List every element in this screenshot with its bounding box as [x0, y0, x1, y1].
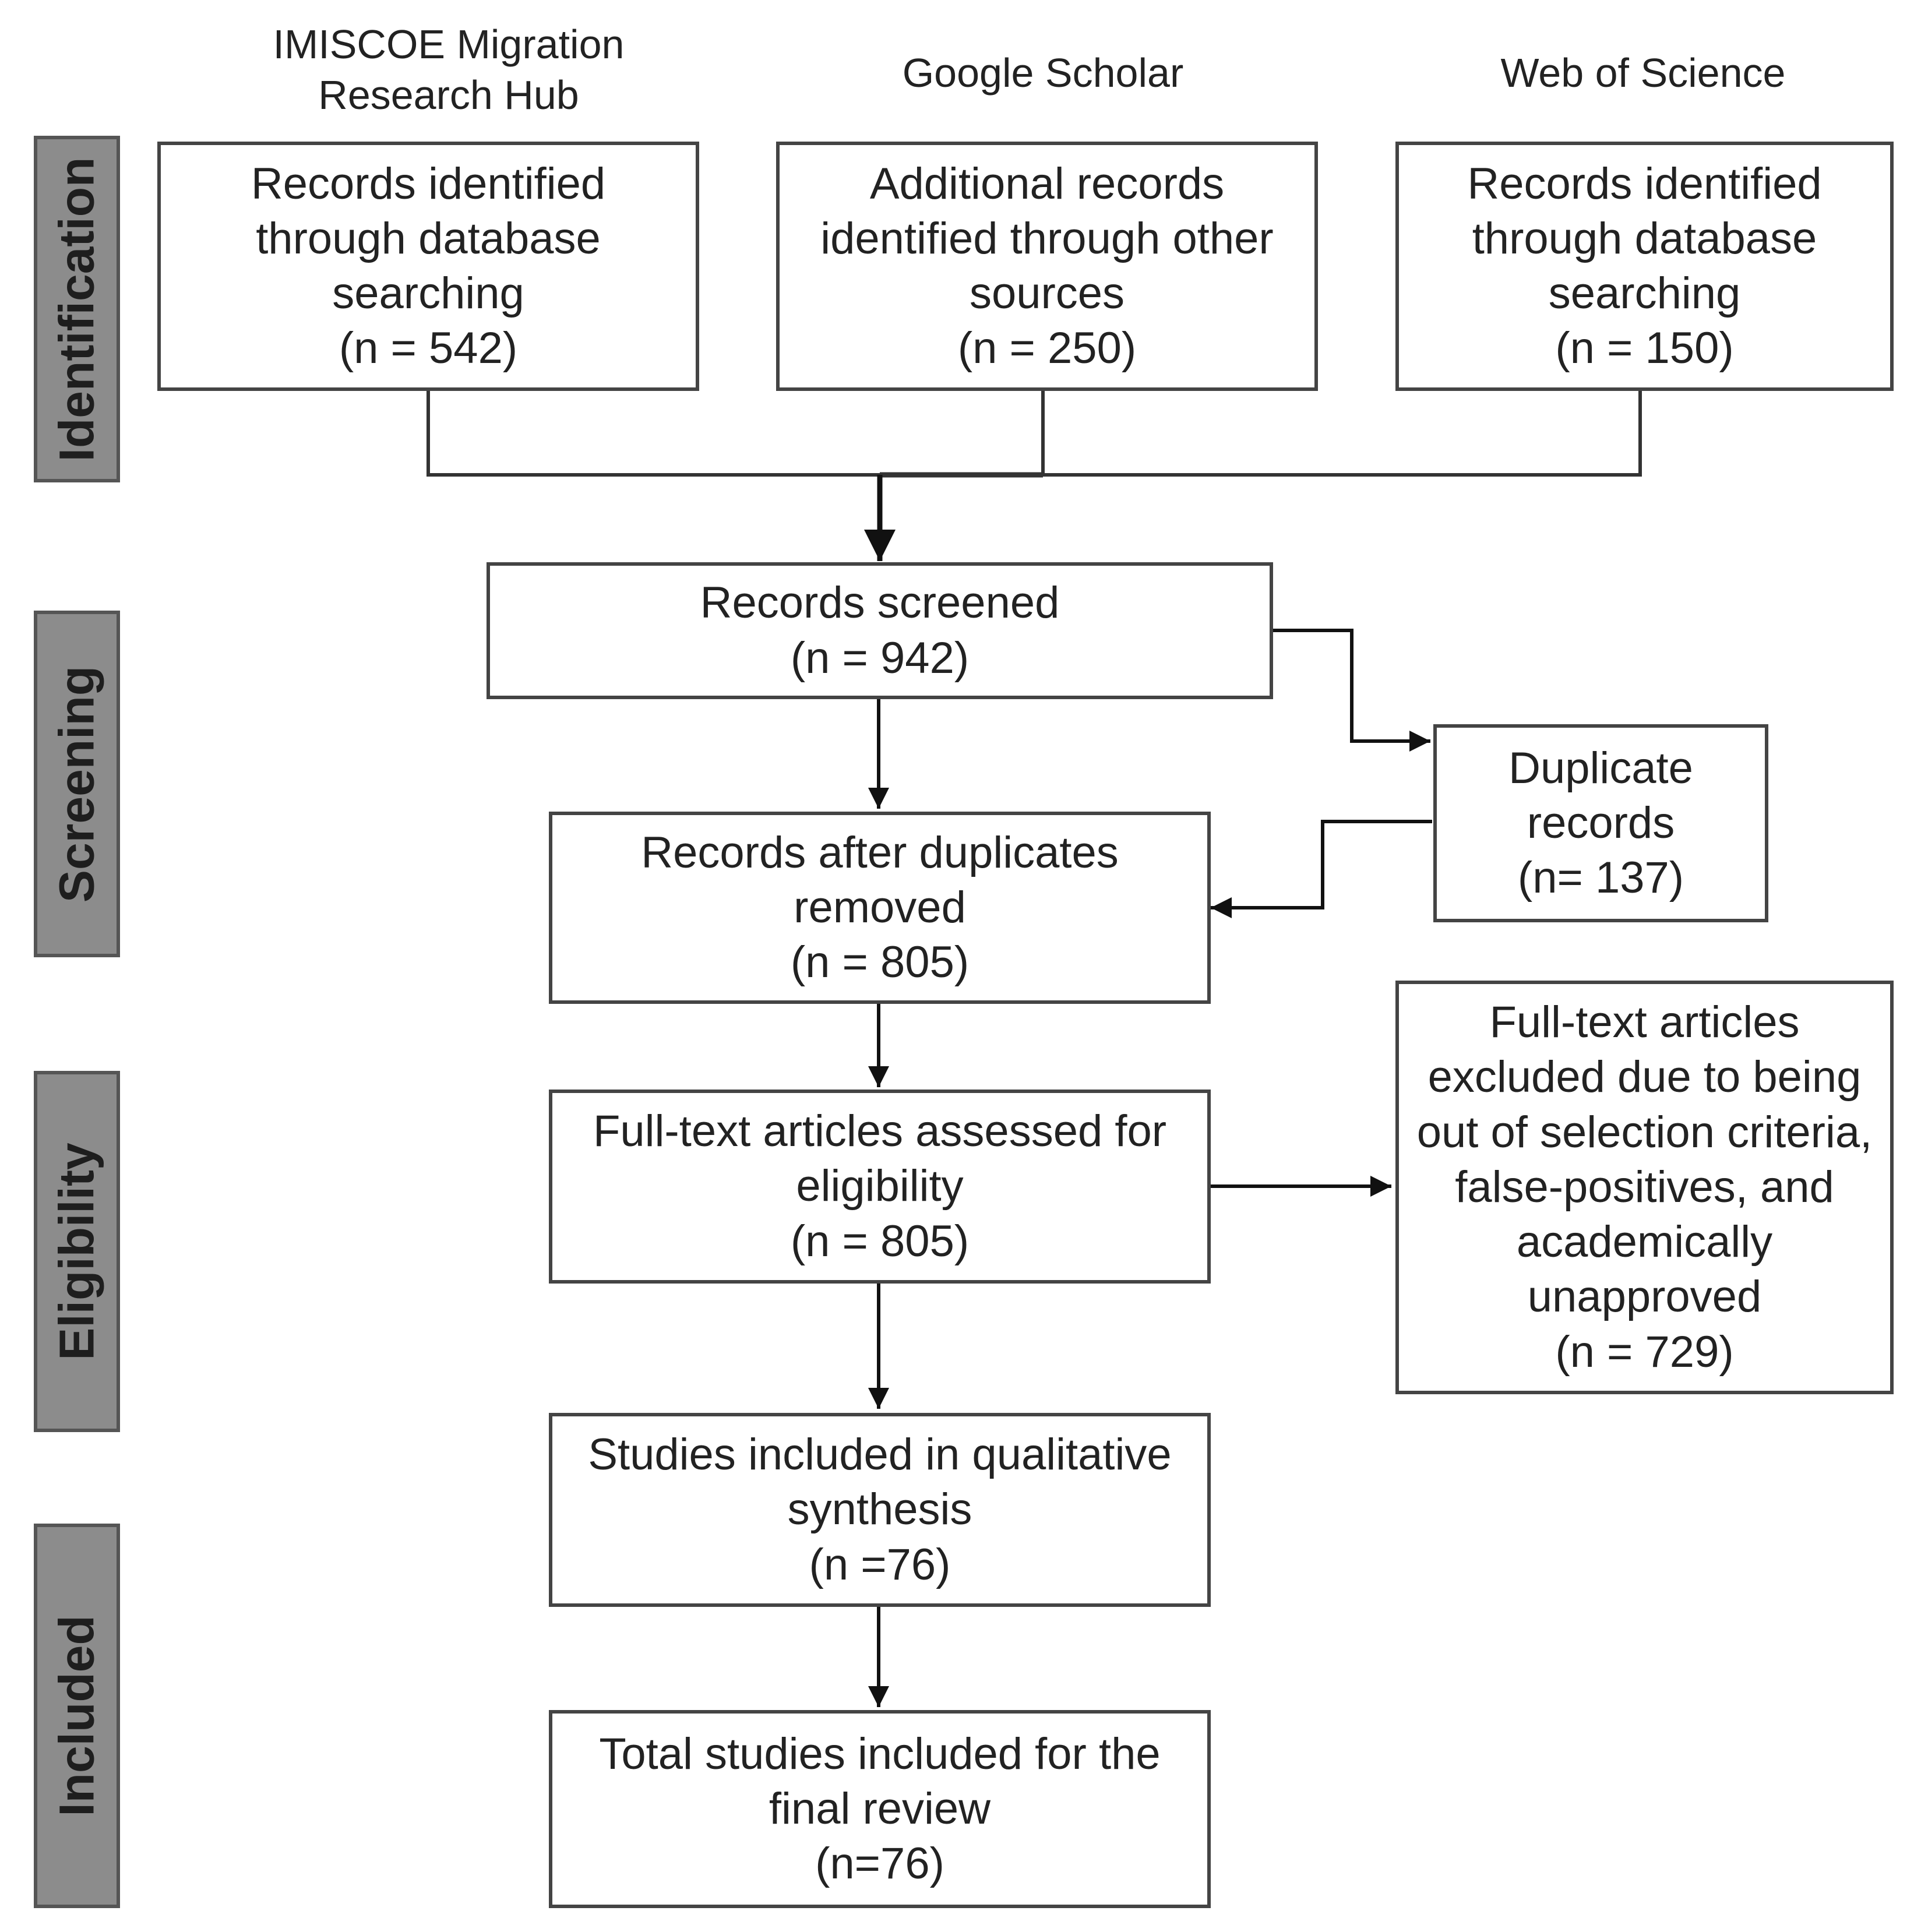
box-text-line: (n = 150)	[1555, 323, 1734, 373]
box-text-line: searching	[1548, 269, 1741, 318]
box-text-line: (n = 250)	[957, 323, 1137, 373]
box-text-line: Records after duplicates	[641, 827, 1119, 877]
arrow-duplicates-to-after	[1211, 820, 1432, 918]
stage-screening: Screening	[34, 611, 120, 957]
box-text-line: Studies included in qualitative	[588, 1430, 1172, 1480]
box-text-line: academically	[1516, 1217, 1773, 1267]
box-google-records: Additional records identified through ot…	[776, 142, 1318, 391]
stage-label: Included	[49, 1615, 104, 1817]
stage-included: Included	[34, 1524, 120, 1908]
box-text-line: out of selection criteria,	[1416, 1107, 1873, 1157]
box-text-line: eligibility	[796, 1161, 964, 1211]
box-imiscoe-records: Records identified through database sear…	[157, 142, 699, 391]
box-text-line: (n=76)	[815, 1839, 944, 1889]
box-final-review: Total studies included for the final rev…	[549, 1710, 1211, 1908]
stage-identification: Identification	[34, 136, 120, 482]
box-text-line: Records identified	[251, 158, 606, 209]
box-text-line: searching	[332, 269, 524, 318]
arrow-screened-to-duplicates	[1271, 629, 1430, 752]
box-text-line: (n = 729)	[1555, 1327, 1734, 1377]
box-text-line: Duplicate	[1508, 743, 1693, 793]
box-text-line: (n =76)	[809, 1539, 951, 1589]
box-records-after-duplicates: Records after duplicates removed (n = 80…	[549, 812, 1211, 1004]
box-text-line: sources	[969, 269, 1125, 318]
box-text-line: identified through other	[820, 213, 1274, 263]
source-label-google: Google Scholar	[816, 41, 1270, 105]
box-text-line: synthesis	[787, 1485, 972, 1535]
box-text-line: through database	[256, 213, 601, 263]
box-text-line: false-positives, and	[1455, 1162, 1834, 1212]
box-text-line: Full-text articles	[1489, 997, 1800, 1048]
box-text-line: unapproved	[1527, 1272, 1762, 1322]
box-fulltext-excluded: Full-text articles excluded due to being…	[1395, 981, 1894, 1394]
source-label-line: Web of Science	[1500, 50, 1786, 96]
box-duplicate-records: Duplicate records (n= 137)	[1433, 724, 1768, 922]
box-records-screened: Records screened (n = 942)	[487, 562, 1273, 699]
box-fulltext-assessed: Full-text articles assessed for eligibil…	[549, 1090, 1211, 1284]
box-text-line: (n= 137)	[1517, 853, 1684, 903]
stage-eligibility: Eligibility	[34, 1071, 120, 1432]
source-label-line: IMISCOE Migration	[273, 22, 625, 68]
box-text-line: excluded due to being	[1427, 1052, 1862, 1102]
box-text-line: (n = 942)	[790, 633, 970, 683]
connector-wos-to-merge	[1043, 389, 1642, 477]
box-text-line: removed	[794, 882, 966, 932]
source-label-imiscoe: IMISCOE Migration Research Hub	[221, 17, 676, 122]
box-text-line: Records screened	[700, 578, 1060, 628]
box-qualitative-synthesis: Studies included in qualitative synthesi…	[549, 1413, 1211, 1607]
box-text-line: Additional records	[869, 158, 1225, 209]
box-text-line: (n = 542)	[339, 323, 518, 373]
source-label-line: Google Scholar	[902, 50, 1184, 96]
box-text-line: through database	[1472, 213, 1817, 263]
box-text-line: Records identified	[1467, 158, 1822, 209]
stage-label: Eligibility	[49, 1143, 104, 1360]
box-text-line: Full-text articles assessed for	[593, 1106, 1167, 1157]
box-text-line: (n = 805)	[790, 1216, 970, 1266]
stage-label: Identification	[49, 157, 104, 461]
box-text-line: final review	[769, 1783, 991, 1834]
connector-imiscoe-to-merge	[426, 389, 880, 477]
box-text-line: records	[1527, 798, 1675, 848]
box-text-line: (n = 805)	[790, 937, 970, 988]
stage-label: Screening	[49, 665, 104, 902]
box-text-line: Total studies included for the	[599, 1729, 1161, 1779]
source-label-line: Research Hub	[318, 72, 579, 118]
source-label-wos: Web of Science	[1416, 41, 1870, 105]
box-wos-records: Records identified through database sear…	[1395, 142, 1894, 391]
